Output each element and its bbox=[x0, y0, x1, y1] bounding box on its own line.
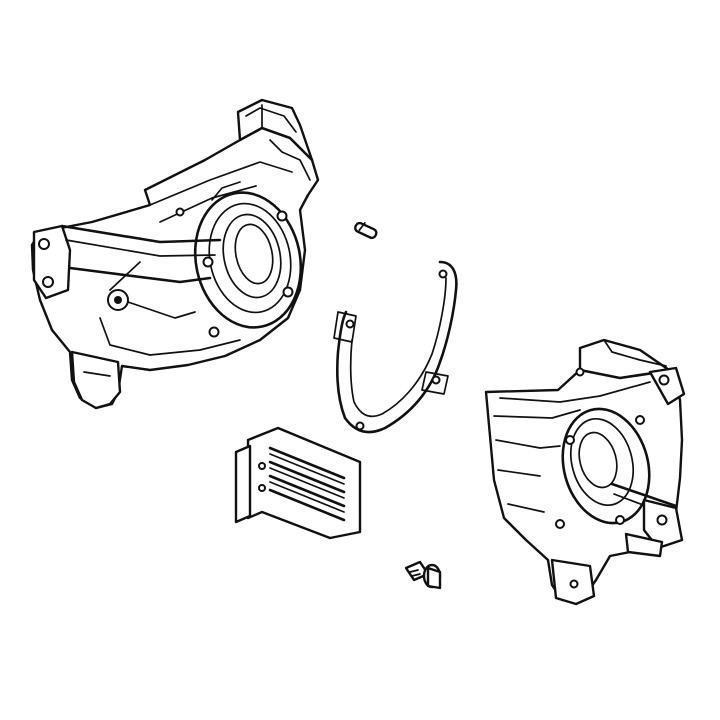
deflector-plate bbox=[234, 426, 362, 540]
dowel-pin bbox=[354, 221, 378, 240]
left-crankcase-half bbox=[30, 98, 320, 410]
flange-bolt bbox=[404, 560, 442, 590]
right-crankcase-half bbox=[484, 338, 686, 606]
crankcase-gasket bbox=[333, 260, 458, 434]
